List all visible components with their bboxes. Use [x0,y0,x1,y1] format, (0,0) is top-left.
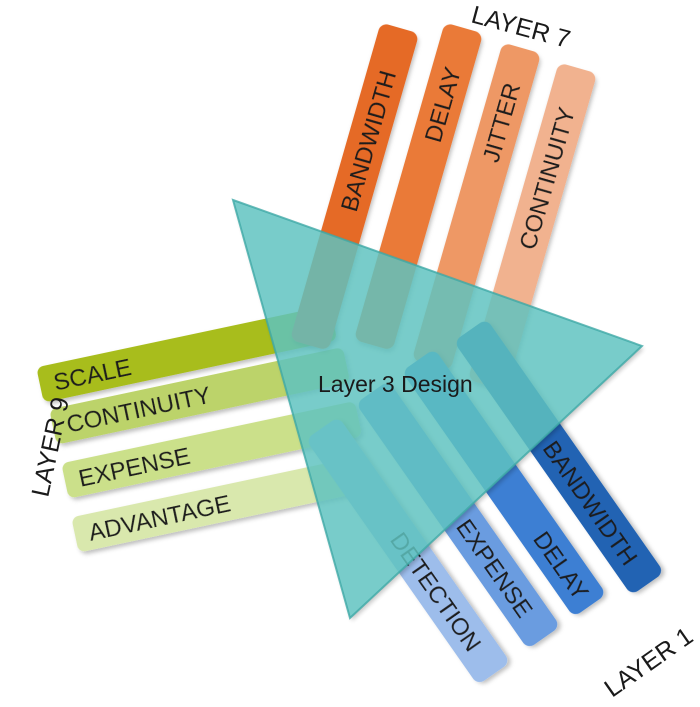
left-bar-continuity-shape [50,348,349,444]
left-bar-advantage-shape [72,456,371,552]
prism-triangle [233,200,642,618]
left-bar-expense-shape [62,402,361,498]
right-layer-title: LAYER 1 [599,622,698,703]
top-layer-title: LAYER 7 [468,1,573,54]
prism-outline [231,198,644,620]
prism-center-label: Layer 3 Design [318,371,473,397]
prism-group: Layer 3 Design [231,198,644,620]
left-bar-scale-shape [37,306,336,402]
left-bar-group: SCALE CONTINUITY EXPENSE ADVANTAGE LAYER… [26,306,371,552]
